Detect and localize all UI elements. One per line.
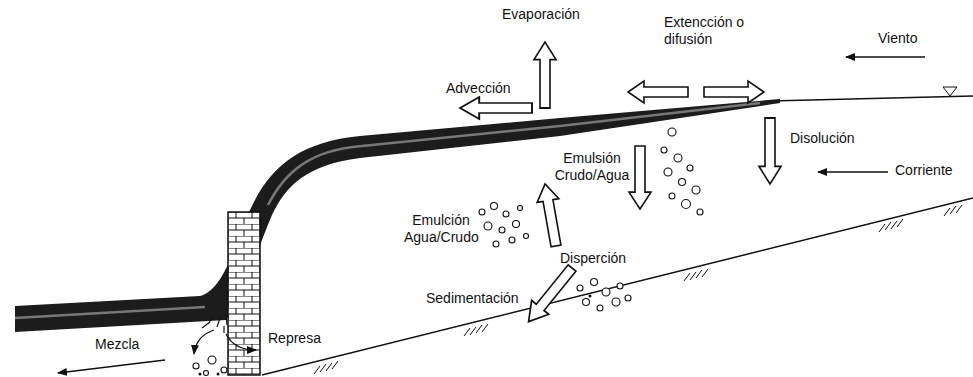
process-label: Extencción o difusión <box>664 14 764 48</box>
mixing-arrow <box>226 334 256 350</box>
oil-slick-band <box>15 103 760 318</box>
process-label: Mezcla <box>95 336 139 353</box>
dissolution-arrow <box>759 118 781 184</box>
spreading-arrow <box>628 81 688 103</box>
part-label: Represa <box>268 330 321 347</box>
process-label: Emulsión Crudo/Agua <box>552 150 632 184</box>
wind-arrow <box>846 56 925 58</box>
oil-slick <box>15 99 780 332</box>
emulsion-arrow <box>629 146 651 209</box>
bed-hatching <box>314 205 962 374</box>
process-label: Evaporación <box>502 6 580 23</box>
force-label: Viento <box>878 30 917 47</box>
droplets <box>193 128 703 376</box>
process-label: Sedimentación <box>426 290 519 307</box>
dispersion-arrow <box>534 182 567 248</box>
spreading-arrow <box>704 81 764 103</box>
water-level-mark <box>943 87 957 96</box>
process-label: Emulción Agua/Crudo <box>404 212 478 246</box>
droplets-dark <box>199 295 592 376</box>
evaporation-arrow <box>534 42 556 108</box>
process-label: Advección <box>446 80 511 97</box>
mixing-flow-arrow <box>58 360 165 373</box>
process-label: Disperción <box>560 250 626 267</box>
process-label: Disolución <box>790 130 855 147</box>
sedimentation-arrow <box>520 261 581 328</box>
mixing-arrow <box>194 330 214 354</box>
advection-arrow <box>460 97 532 119</box>
current-arrow <box>818 171 888 173</box>
force-label: Corriente <box>895 162 953 179</box>
riverbed <box>262 198 973 375</box>
water-surface <box>770 96 973 101</box>
